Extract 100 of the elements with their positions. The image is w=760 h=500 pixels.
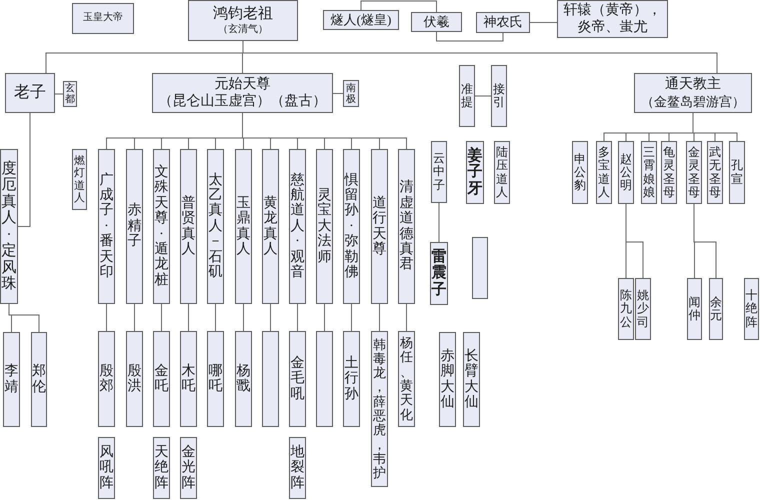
name-label: 玄都 (65, 83, 75, 105)
name-label: 太乙真人－石矶 (208, 172, 222, 280)
name-box (686, 141, 702, 204)
name-label: 金吒 (154, 364, 168, 394)
name-box (289, 331, 306, 427)
empty-box (472, 237, 488, 299)
name-label: 三霄娘娘 (643, 146, 655, 199)
name-box (289, 437, 306, 499)
name-label: 轩辕（黄帝），炎帝、蚩尤 (562, 2, 662, 36)
connector-line (692, 112, 738, 142)
name-box (661, 141, 677, 204)
name-box (289, 149, 306, 304)
name-label: 文殊天尊·遁龙桩 (154, 164, 168, 288)
name-label: 赤精子 (128, 203, 142, 250)
name-label: 老子 (14, 83, 46, 103)
name-box (439, 332, 456, 427)
name-box (180, 331, 197, 427)
name-box (153, 437, 170, 499)
name-box (153, 149, 170, 304)
name-label: 接引 (493, 82, 505, 110)
name-label: 韩毒龙，薛恶虎，韦护 (373, 338, 386, 480)
connector-line (161, 304, 162, 332)
name-label: 准提 (461, 82, 473, 110)
name-box (207, 149, 224, 304)
name-label: 金光阵 (182, 444, 196, 492)
name-box (72, 149, 87, 210)
name-label: 姚少司 (637, 289, 649, 329)
name-label: 鸿钧老祖 (213, 4, 273, 24)
name-label: 神农氏 (484, 14, 522, 31)
name-box (707, 141, 723, 204)
connector-line (406, 304, 407, 332)
name-label: 陈九公 (620, 289, 632, 329)
name-box (634, 73, 752, 113)
name-label: 殷郊 (100, 364, 114, 394)
empty-box (316, 331, 333, 427)
name-box (180, 437, 197, 499)
name-label: 玉皇大帝 (83, 12, 123, 25)
name-box (126, 149, 143, 304)
name-box (126, 331, 143, 427)
connector-line (270, 304, 271, 332)
connector-line (438, 202, 440, 242)
name-label: 杨任、黄天化 (400, 336, 413, 422)
name-label: 雷震子 (432, 248, 446, 298)
connector-line (188, 304, 189, 332)
name-label: 金灵圣母 (688, 146, 700, 199)
name-label: 赵公明 (620, 152, 632, 192)
name-box (31, 332, 47, 427)
name-box (411, 12, 462, 32)
name-box (618, 278, 634, 340)
name-label: 闻仲 (688, 296, 700, 322)
name-label: 燧人(燧皇) (330, 12, 392, 28)
name-label: 通天教主 (665, 76, 721, 94)
connector-line (134, 304, 135, 332)
name-label: 龟灵圣母 (663, 146, 675, 199)
name-box (72, 3, 134, 34)
connector-line (694, 204, 716, 278)
name-label: 燃灯道人 (74, 155, 85, 204)
name-label: 风吼阵 (100, 444, 114, 492)
name-label: 木吒 (182, 364, 196, 394)
name-box (323, 10, 399, 30)
name-box (744, 278, 759, 340)
connector-line (297, 304, 298, 332)
name-label: 十绝阵 (746, 289, 758, 329)
name-box (188, 0, 298, 41)
name-box (5, 73, 55, 113)
name-box (343, 80, 359, 107)
name-box (491, 65, 507, 127)
connector-line (379, 304, 380, 332)
name-label: 郑伦 (32, 364, 46, 395)
name-label: 南极 (346, 82, 356, 104)
name-label: 武无圣母 (709, 146, 721, 199)
name-box (235, 149, 252, 304)
name-label: 天绝阵 (154, 444, 168, 492)
name-box (709, 278, 723, 340)
name-label: 慈航道人·观音 (290, 172, 304, 280)
name-box (98, 331, 115, 427)
note-label: （金鳌岛碧游宫） (641, 94, 745, 110)
connector-line (324, 304, 325, 332)
connector-line (351, 304, 352, 332)
name-box (463, 332, 480, 427)
name-label: 普贤真人 (182, 196, 196, 258)
name-box (494, 141, 510, 204)
name-box (431, 141, 447, 203)
name-label: 多宝道人 (598, 146, 610, 199)
name-label: 地裂阵 (290, 444, 304, 492)
name-box (618, 141, 634, 204)
name-box (371, 149, 388, 304)
name-box (459, 65, 475, 127)
name-label: 赤脚大仙 (440, 348, 454, 410)
connector-line (436, 32, 504, 42)
name-box (398, 331, 415, 427)
name-label: 孔宣 (731, 159, 743, 186)
connector-line (215, 304, 216, 332)
name-box (371, 331, 388, 487)
name-label: 黄龙真人 (264, 196, 278, 258)
name-label: 余元 (710, 296, 722, 322)
name-box (153, 331, 170, 427)
name-label: 土行孙 (344, 356, 358, 402)
name-label: 李靖 (4, 364, 18, 395)
connector-line (360, 0, 437, 12)
